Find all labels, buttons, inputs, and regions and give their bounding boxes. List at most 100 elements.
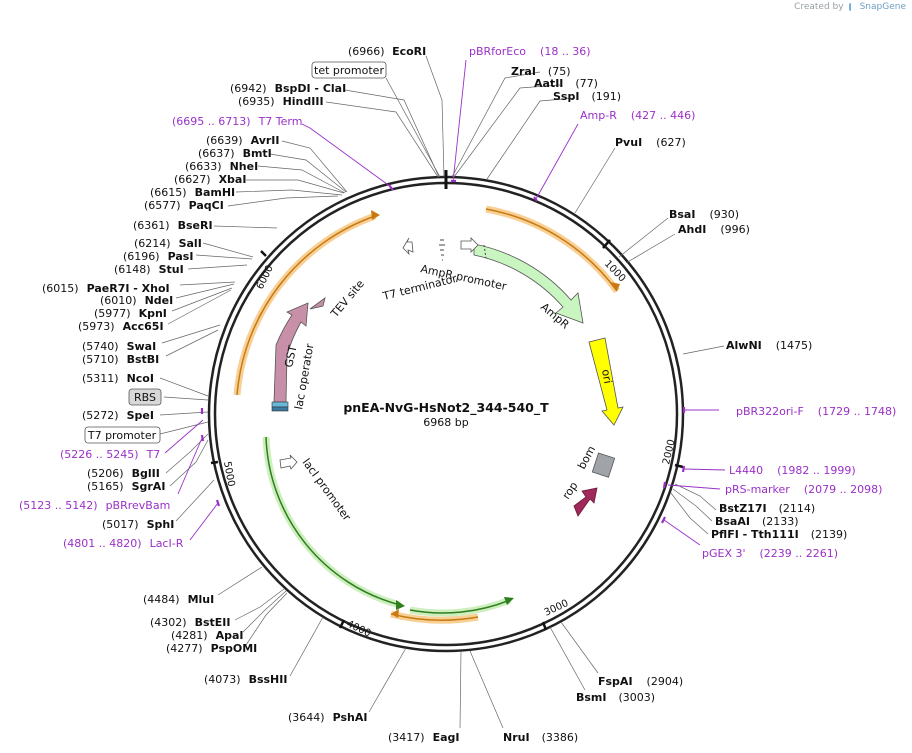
enzyme-label-bseri: (6361)BseRI bbox=[133, 219, 213, 232]
enzyme-pos-bglii: (5206) bbox=[87, 467, 124, 480]
t7-terminator-arrow bbox=[402, 237, 414, 256]
scale-ticks: 1000 2000 3000 4000 5000 6000 bbox=[210, 239, 684, 640]
enzyme-name-bsaai: BsaAI bbox=[715, 515, 750, 528]
feature-label-tev-site: TEV site bbox=[328, 277, 367, 320]
leader-primer-pbrrevbam bbox=[177, 437, 203, 495]
enzyme-label-bsshii: (4073)BssHII bbox=[204, 673, 287, 686]
enzyme-name-bstbi: BstBI bbox=[127, 353, 160, 366]
leader-pvui bbox=[574, 147, 616, 214]
laci-arc-2-arrowhead bbox=[504, 597, 514, 605]
enzyme-pos-bstbi: (5710) bbox=[82, 353, 119, 366]
primer-name-pbrrevbam: pBRrevBam bbox=[106, 499, 171, 512]
enzyme-label-bsai: BsaI(930) bbox=[669, 208, 739, 221]
enzyme-name-ndei: NdeI bbox=[145, 294, 174, 307]
enzyme-name-zrai: ZraI bbox=[511, 65, 536, 78]
enzyme-pos-ahdi: (996) bbox=[720, 223, 750, 236]
primer-name-t7-term: T7 Term bbox=[258, 115, 303, 128]
orf-arc-gst-arrowhead bbox=[371, 210, 380, 220]
enzyme-pos-bamhi: (6615) bbox=[150, 186, 187, 199]
enzyme-label-zrai: ZraI(75) bbox=[511, 65, 571, 78]
enzyme-pos-xhoi: (6015) bbox=[42, 282, 79, 295]
enzyme-name-nhei: NheI bbox=[230, 160, 259, 173]
credit-brand: SnapGene bbox=[859, 2, 906, 12]
tev-site-feature bbox=[309, 297, 326, 310]
feature-label-rop: rop bbox=[560, 479, 581, 501]
enzyme-pos-ecori: (6966) bbox=[348, 45, 385, 58]
enzyme-label-sali: (6214)SalI bbox=[134, 237, 202, 250]
enzyme-pos-pvui: (627) bbox=[656, 136, 686, 149]
primer-label-pgex: pGEX 3'(2239 .. 2261) bbox=[702, 547, 838, 560]
leader-bsteii bbox=[234, 588, 285, 621]
leader-xbai bbox=[246, 179, 345, 194]
enzyme-pos-ndei: (6010) bbox=[100, 294, 137, 307]
enzyme-label-aatii: AatII(77) bbox=[534, 77, 598, 90]
tet-promoter-label: tet promoter bbox=[314, 64, 384, 77]
leader-bsaai bbox=[672, 488, 713, 522]
primer-marker-laci-r bbox=[215, 499, 221, 507]
plasmid-name: pnEA-NvG-HsNot2_344-540_T bbox=[343, 400, 549, 416]
tick-label-4000: 4000 bbox=[345, 619, 373, 640]
enzyme-name-sali: SalI bbox=[179, 237, 202, 250]
enzyme-pos-alwni: (1475) bbox=[776, 339, 813, 352]
enzyme-name-eagi: EagI bbox=[433, 731, 460, 744]
feature-label-ori: ori bbox=[599, 368, 614, 384]
enzyme-name-xhoi: PaeR7I - XhoI bbox=[87, 282, 170, 295]
enzyme-label-ecori: (6966) EcoRI bbox=[348, 45, 426, 58]
enzyme-name-kpni: KpnI bbox=[139, 307, 167, 320]
enzyme-pos-spei: (5272) bbox=[82, 409, 119, 422]
enzyme-pos-bsaai: (2133) bbox=[762, 515, 799, 528]
primer-marker-pgex bbox=[661, 516, 666, 524]
enzyme-name-acc65i: Acc65I bbox=[123, 320, 164, 333]
primer-name-l4440: L4440 bbox=[729, 464, 763, 477]
primer-labels: pBRforEco(18 .. 36) Amp-R(427 .. 446) pB… bbox=[19, 45, 896, 560]
enzyme-name-sphi: SphI bbox=[147, 518, 175, 531]
enzyme-name-ncoi: NcoI bbox=[127, 372, 154, 385]
enzyme-pos-pasi: (6196) bbox=[123, 250, 160, 263]
t7-promoter-box bbox=[84, 426, 161, 444]
primer-name-pgex: pGEX 3' bbox=[702, 547, 746, 560]
enzyme-label-bsaai: BsaAI (2133) bbox=[715, 515, 799, 528]
enzyme-name-mlui: MluI bbox=[188, 593, 215, 606]
leader-bsshii bbox=[289, 616, 324, 677]
enzyme-pos-aatii: (77) bbox=[575, 77, 598, 90]
enzyme-name-nrui: NruI bbox=[503, 731, 530, 744]
enzyme-name-pflfi: PflFI - Tth111I bbox=[711, 528, 799, 541]
enzyme-label-bstbi: (5710) BstBI bbox=[82, 353, 159, 366]
primer-name-pbr322ori-f: pBR322ori-F bbox=[736, 405, 804, 418]
enzyme-label-alwni: AlwNI(1475) bbox=[726, 339, 812, 352]
enzyme-label-sspi: SspI(191) bbox=[553, 90, 621, 103]
tick-mark-3000 bbox=[541, 621, 548, 631]
primer-label-laci-r: (4801 .. 4820)LacI-R bbox=[63, 537, 184, 550]
enzyme-label-swai: (5740)SwaI bbox=[82, 340, 156, 353]
laci-arc-2 bbox=[409, 599, 511, 614]
enzyme-label-avrii: (6639)AvrII bbox=[206, 134, 279, 147]
enzyme-pos-swai: (5740) bbox=[82, 340, 119, 353]
enzyme-pos-sgrai: (5165) bbox=[87, 480, 124, 493]
enzyme-pos-hindiii: (6935) bbox=[238, 95, 275, 108]
snapgene-credit: Created by SnapGene bbox=[794, 2, 906, 12]
laci-arc-1 bbox=[265, 436, 401, 606]
enzyme-pos-fspai: (2904) bbox=[647, 675, 684, 688]
enzyme-leader-lines bbox=[159, 55, 725, 729]
enzyme-name-bmti: BmtI bbox=[243, 147, 272, 160]
enzyme-pos-clai: (6942) bbox=[230, 82, 267, 95]
rbs-box bbox=[128, 388, 162, 406]
primer-label-l4440: L4440(1982 .. 1999) bbox=[729, 464, 856, 477]
laci-arc-1-arrowhead bbox=[396, 600, 405, 610]
enzyme-pos-mlui: (4484) bbox=[143, 593, 180, 606]
enzyme-label-fspai: FspAI(2904) bbox=[598, 675, 683, 688]
enzyme-name-pasi: PasI bbox=[168, 250, 194, 263]
plasmid-length: 6968 bp bbox=[423, 416, 468, 429]
leader-ncoi bbox=[159, 377, 209, 397]
leader-primer-t7-term bbox=[301, 123, 392, 188]
orf-arcs bbox=[233, 205, 620, 624]
enzyme-label-bsmi: BsmI(3003) bbox=[576, 691, 655, 704]
enzyme-label-pspomi: (4277)PspOMI bbox=[166, 642, 257, 655]
leader-primer-t7 bbox=[164, 419, 204, 454]
enzyme-name-bsshii: BssHII bbox=[249, 673, 288, 686]
orf-arc-ampr bbox=[485, 208, 618, 292]
enzyme-label-bamhi: (6615)BamHI bbox=[150, 186, 235, 199]
leader-ahdi bbox=[625, 233, 676, 264]
enzyme-label-xhoi: (6015) PaeR7I - XhoI bbox=[42, 282, 170, 295]
leader-pspomi bbox=[245, 592, 288, 646]
